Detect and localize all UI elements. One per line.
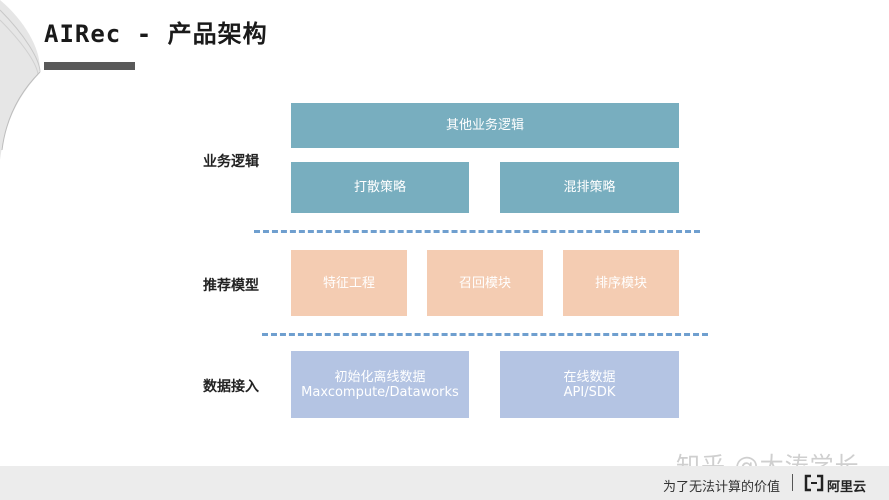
box-label: 打散策略 [353,180,406,195]
footer-separator [792,474,793,491]
box-online-data: 在线数据 API/SDK [500,351,679,418]
box-label: 召回模块 [458,275,511,291]
layer-label-business: 业务逻辑 [203,154,259,170]
box-offline-data: 初始化离线数据 Maxcompute/Dataworks [291,351,469,418]
layer-label-data: 数据接入 [203,379,259,395]
box-label: 其他业务逻辑 [445,118,524,133]
title-underline [44,62,135,70]
box-recall-module: 召回模块 [427,250,543,316]
box-ranking-module: 排序模块 [563,250,679,316]
footer-brand: 阿里云 [827,480,867,495]
box-label-line1: 在线数据 [563,369,616,385]
box-label-line2: Maxcompute/Dataworks [301,384,459,400]
box-label: 排序模块 [594,275,647,291]
box-label: 混排策略 [563,180,616,195]
aliyun-logo-icon [804,474,824,492]
page-title: AIRec - 产品架构 [44,20,268,48]
layer-label-model: 推荐模型 [203,278,259,294]
footer-slogan: 为了无法计算的价值 [663,480,781,495]
box-blend-strategy: 混排策略 [500,162,679,213]
footer-bar [0,466,889,500]
box-label-line1: 初始化离线数据 [334,369,426,385]
box-label-line2: API/SDK [563,384,616,400]
layer-divider [262,333,708,336]
corner-decoration [0,0,41,160]
box-label: 特征工程 [322,275,375,291]
box-scatter-strategy: 打散策略 [291,162,469,213]
box-other-business-logic: 其他业务逻辑 [291,103,679,148]
box-feature-engineering: 特征工程 [291,250,407,316]
layer-divider [254,230,700,233]
